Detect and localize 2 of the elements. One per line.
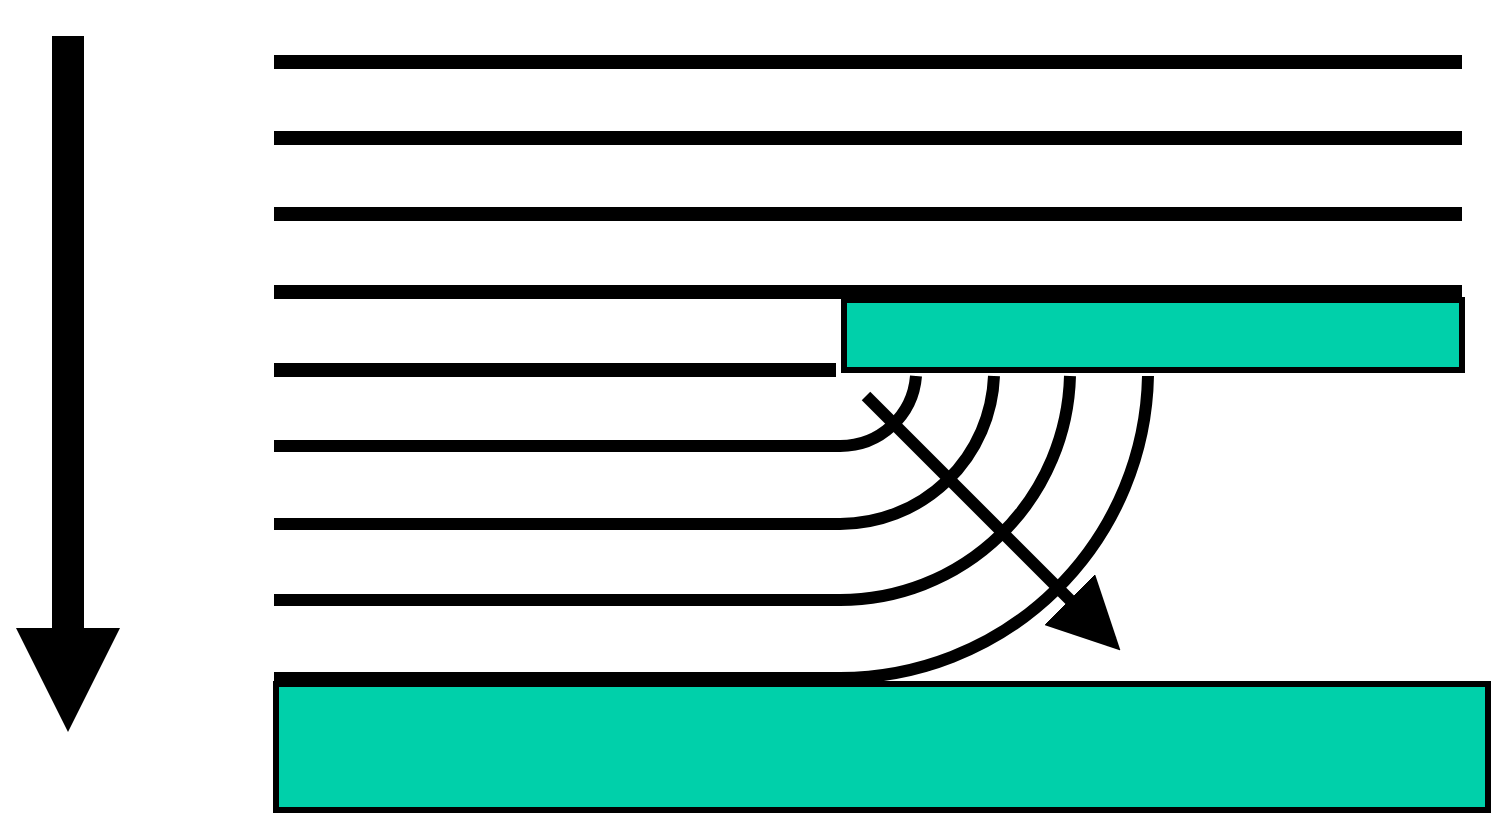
screen-bar xyxy=(273,681,1491,813)
barrier-bar xyxy=(841,297,1465,373)
